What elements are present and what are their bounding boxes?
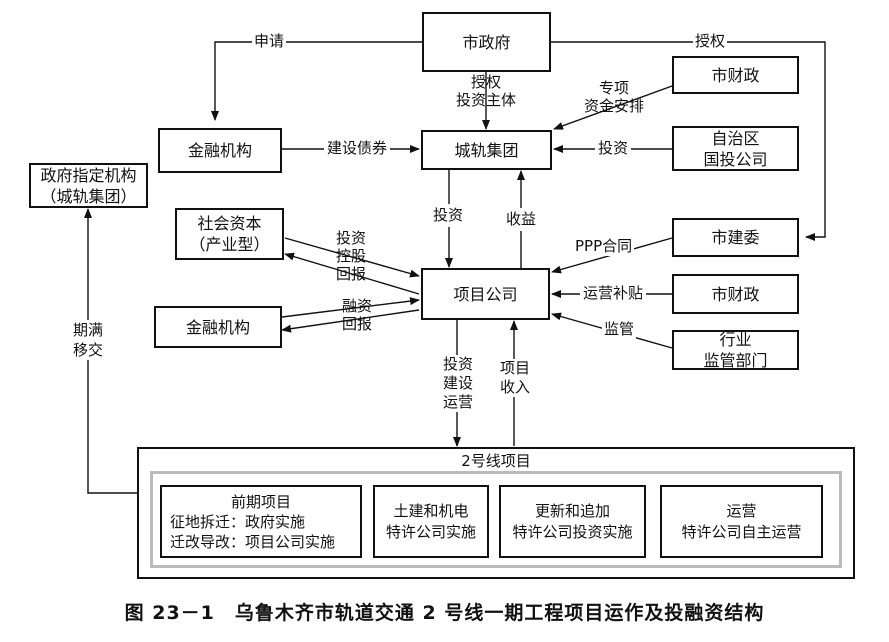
label-ibo-line-1: 投资 — [442, 355, 473, 373]
label-income-line-2: 收入 — [499, 378, 530, 396]
label-supervision: 监管 — [602, 320, 637, 339]
label-icr-line-2: 控股 — [335, 247, 366, 265]
label-investment-region: 投资 — [595, 139, 632, 158]
edge-project-to-social — [284, 252, 420, 295]
label-apply: 申请 — [252, 32, 287, 51]
phases-inner-frame — [150, 471, 842, 568]
financial-institution-bottom-label: 金融机构 — [185, 317, 250, 337]
phase-civil-line-1: 土建和机电 — [393, 501, 469, 520]
edge-social-to-project — [284, 237, 420, 278]
label-expiry-line-2: 移交 — [72, 341, 103, 359]
region-investment-node: 自治区 国投公司 — [672, 126, 799, 171]
edge-finance-to-project — [281, 297, 420, 318]
financial-institution-label: 金融机构 — [187, 141, 252, 160]
industry-regulator-node: 行业 监管部门 — [672, 330, 799, 370]
phase-civil-electromech: 土建和机电 特许公司实施 — [373, 485, 489, 558]
label-authorize-line-2: 投资主体 — [455, 91, 516, 109]
phase-preliminary: 前期项目 征地拆迁：政府实施 迁改导改：项目公司实施 — [160, 485, 362, 558]
label-operation-subsidy: 运营补贴 — [580, 284, 647, 303]
city-government-node: 市政府 — [422, 12, 551, 72]
label-expiry-transfer: 期满 移交 — [64, 320, 112, 360]
label-invest-build-operate: 投资 建设 运营 — [436, 355, 480, 412]
project-company-node: 项目公司 — [421, 268, 550, 320]
label-financing-return: 融资 回报 — [334, 297, 380, 333]
label-financing-line-2: 回报 — [341, 315, 372, 333]
phase-operation-line-2: 特许公司自主运营 — [681, 522, 802, 541]
label-construction-bonds: 建设债券 — [324, 139, 391, 158]
phase-renewal-line-1: 更新和追加 — [534, 501, 610, 520]
label-icr-line-1: 投资 — [335, 229, 366, 247]
label-icr-line-3: 回报 — [335, 265, 366, 283]
label-investment-down: 投资 — [432, 204, 465, 227]
phase-renewal: 更新和追加 特许公司投资实施 — [499, 485, 646, 558]
project-company-label: 项目公司 — [453, 284, 518, 304]
phase-operation: 运营 特许公司自主运营 — [660, 485, 823, 558]
financial-institution-node-bottom: 金融机构 — [154, 306, 282, 348]
phase-preliminary-line-3: 迁改导改：项目公司实施 — [170, 532, 336, 551]
city-finance-node-top: 市财政 — [672, 56, 799, 94]
label-financing-line-1: 融资 — [341, 297, 372, 315]
edge-special-funds — [553, 85, 673, 130]
phase-civil-line-2: 特许公司实施 — [385, 522, 476, 541]
label-ibo-line-3: 运营 — [442, 393, 473, 411]
label-expiry-line-1: 期满 — [72, 321, 103, 339]
label-special-funds: 专项 资金安排 — [575, 79, 653, 115]
government-designated-line-1: 政府指定机构 — [40, 165, 137, 185]
phase-preliminary-title: 前期项目 — [230, 492, 291, 511]
urban-rail-group-label: 城轨集团 — [454, 140, 519, 160]
label-special-funds-line-1: 专项 — [598, 79, 629, 97]
government-designated-node: 政府指定机构 （城轨集团） — [29, 163, 148, 208]
industry-regulator-line-2: 监管部门 — [703, 351, 768, 370]
label-invest-control-return: 投资 控股 回报 — [328, 229, 374, 283]
edge-project-to-finance — [281, 309, 420, 333]
edge-authorize-construction — [551, 41, 826, 241]
label-project-income: 项目 收入 — [493, 359, 537, 397]
label-ibo-line-2: 建设 — [442, 374, 473, 392]
financial-institution-node-top: 金融机构 — [158, 128, 282, 173]
line-2-project-title: 2号线项目 — [461, 452, 531, 470]
social-capital-line-1: 社会资本 — [197, 214, 262, 233]
city-finance-node-mid: 市财政 — [672, 274, 799, 314]
line-2-project-container — [137, 447, 855, 579]
label-income-line-1: 项目 — [499, 359, 530, 377]
phase-renewal-line-2: 特许公司投资实施 — [512, 522, 633, 541]
government-designated-line-2: （城轨集团） — [40, 186, 137, 206]
phase-preliminary-line-2: 征地拆迁：政府实施 — [170, 512, 306, 531]
urban-rail-group-node: 城轨集团 — [421, 130, 552, 170]
edge-apply — [211, 41, 422, 121]
social-capital-line-2: （产业型） — [189, 235, 270, 254]
figure-caption: 图 23－1 乌鲁木齐市轨道交通 2 号线一期工程项目运作及投融资结构 — [124, 602, 765, 624]
phase-operation-line-1: 运营 — [726, 501, 757, 520]
city-construction-label: 市建委 — [711, 228, 760, 247]
region-investment-line-1: 自治区 — [711, 128, 760, 148]
city-construction-node: 市建委 — [672, 218, 799, 257]
label-returns-up: 收益 — [505, 208, 538, 231]
city-finance-label: 市财政 — [711, 65, 760, 85]
edge-expiry-transfer — [84, 208, 137, 494]
city-finance-mid-label: 市财政 — [711, 284, 760, 304]
label-ppp-contract: PPP合同 — [573, 237, 635, 256]
label-authorize-subject: 授权 投资主体 — [446, 73, 526, 109]
label-special-funds-line-2: 资金安排 — [583, 97, 644, 115]
city-government-label: 市政府 — [462, 32, 511, 52]
region-investment-line-2: 国投公司 — [703, 149, 768, 169]
label-authorize-right: 授权 — [693, 32, 728, 51]
social-capital-node: 社会资本 （产业型） — [175, 208, 284, 260]
label-authorize-line-1: 授权 — [470, 73, 501, 91]
industry-regulator-line-1: 行业 — [719, 330, 752, 349]
